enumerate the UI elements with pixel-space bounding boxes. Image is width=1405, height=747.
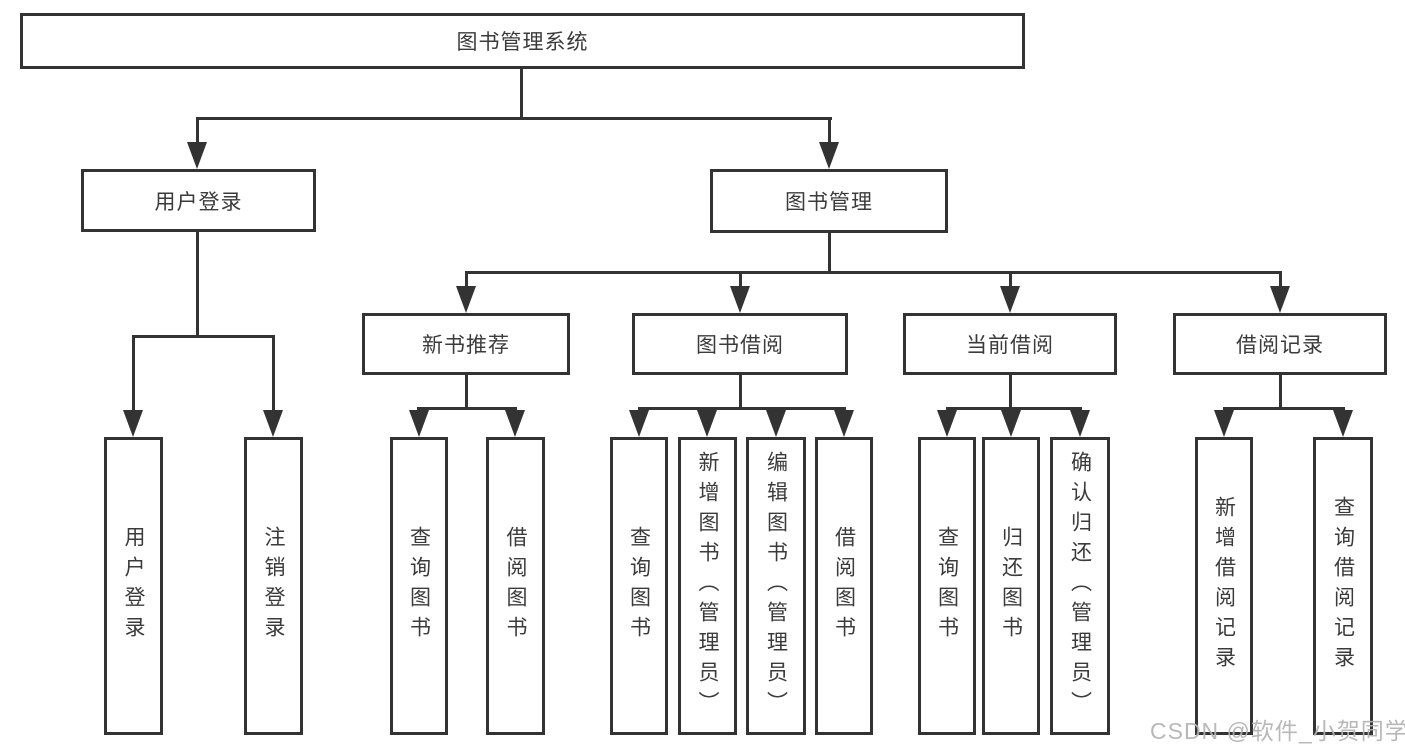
arrowhead-down-icon [1070, 410, 1090, 437]
connector-drop [1009, 271, 1012, 289]
arrowhead-down-icon [123, 410, 143, 437]
arrowhead-down-icon [409, 410, 429, 437]
node-book-management: 图书管理 [710, 169, 948, 233]
watermark-text: CSDN @软件_小贺同学 [1150, 718, 1405, 744]
arrowhead-down-icon [187, 142, 207, 169]
arrowhead-down-icon [629, 410, 649, 437]
leaf-label: 新增借阅记录 [1212, 496, 1236, 676]
leaf-borrow-books: 借阅图书 [815, 437, 873, 735]
arrowhead-down-icon [819, 142, 839, 169]
node-book-borrowing: 图书借阅 [632, 313, 848, 375]
node-label: 图书管理系统 [456, 31, 589, 54]
leaf-query-borrow-record: 查询借阅记录 [1313, 437, 1373, 735]
arrowhead-down-icon [1000, 286, 1020, 313]
leaf-user-login: 用户登录 [104, 437, 163, 735]
connector-root-stem [520, 69, 523, 119]
arrowhead-down-icon [1214, 410, 1234, 437]
connector-recommend-stem [465, 375, 468, 409]
connector-borrow-bus [638, 407, 846, 410]
connector-mgmt-bus [465, 271, 1282, 274]
connector-current-stem [1009, 375, 1012, 409]
leaf-logout: 注销登录 [244, 437, 303, 735]
connector-mgmt-stem [828, 233, 831, 273]
node-label: 借阅记录 [1236, 334, 1324, 357]
leaf-query-books-current: 查询图书 [918, 437, 976, 735]
node-new-book-recommend: 新书推荐 [362, 313, 570, 375]
leaf-label: 查询图书 [627, 526, 651, 646]
leaf-label: 借阅图书 [832, 526, 856, 646]
connector-records-bus [1223, 407, 1345, 410]
arrowhead-down-icon [505, 410, 525, 437]
leaf-add-books-admin: 新增图书（管理员） [678, 437, 737, 735]
leaf-confirm-return-admin: 确认归还（管理员） [1050, 437, 1110, 735]
leaf-borrow-books-recommend: 借阅图书 [486, 437, 545, 735]
node-library-management-system: 图书管理系统 [20, 13, 1025, 69]
connector-drop [132, 335, 135, 411]
leaf-label: 归还图书 [999, 526, 1023, 646]
arrowhead-down-icon [456, 286, 476, 313]
node-current-borrowing: 当前借阅 [903, 313, 1117, 375]
connector-records-stem [1279, 375, 1282, 409]
connector-drop [739, 271, 742, 289]
leaf-label: 新增图书（管理员） [696, 451, 719, 721]
node-borrowing-records: 借阅记录 [1173, 313, 1387, 375]
arrowhead-down-icon [766, 410, 786, 437]
leaf-label: 查询图书 [407, 526, 431, 646]
connector-login-bus [132, 335, 275, 338]
arrowhead-down-icon [1333, 410, 1353, 437]
arrowhead-down-icon [263, 410, 283, 437]
arrowhead-down-icon [1001, 410, 1021, 437]
arrowhead-down-icon [937, 410, 957, 437]
leaf-label: 借阅图书 [504, 526, 527, 646]
node-label: 图书管理 [785, 191, 873, 214]
leaf-label: 查询借阅记录 [1331, 496, 1355, 676]
leaf-label: 注销登录 [262, 526, 285, 646]
node-label: 当前借阅 [966, 334, 1054, 357]
node-user-login: 用户登录 [81, 169, 316, 232]
node-label: 新书推荐 [422, 334, 510, 357]
leaf-return-books: 归还图书 [982, 437, 1040, 735]
connector-drop [272, 335, 275, 411]
connector-borrow-stem [739, 375, 742, 409]
arrowhead-down-icon [1270, 286, 1290, 313]
leaf-query-books-recommend: 查询图书 [390, 437, 448, 735]
leaf-label: 确认归还（管理员） [1068, 451, 1092, 721]
leaf-label: 编辑图书（管理员） [764, 451, 788, 721]
connector-drop [828, 117, 831, 145]
connector-drop [196, 117, 199, 145]
arrowhead-down-icon [834, 410, 854, 437]
node-label: 图书借阅 [696, 334, 784, 357]
connector-drop [465, 271, 468, 289]
connector-login-stem [196, 232, 199, 337]
connector-recommend-bus [417, 407, 517, 410]
leaf-label: 查询图书 [935, 526, 959, 646]
connector-drop [1279, 271, 1282, 289]
node-label: 用户登录 [154, 190, 243, 214]
leaf-edit-books-admin: 编辑图书（管理员） [746, 437, 806, 735]
leaf-query-books-borrow: 查询图书 [610, 437, 668, 735]
arrowhead-down-icon [730, 286, 750, 313]
leaf-add-borrow-record: 新增借阅记录 [1195, 437, 1253, 735]
connector-current-bus [946, 407, 1082, 410]
arrowhead-down-icon [697, 410, 717, 437]
leaf-label: 用户登录 [122, 526, 145, 646]
connector-root-bus [196, 117, 832, 120]
